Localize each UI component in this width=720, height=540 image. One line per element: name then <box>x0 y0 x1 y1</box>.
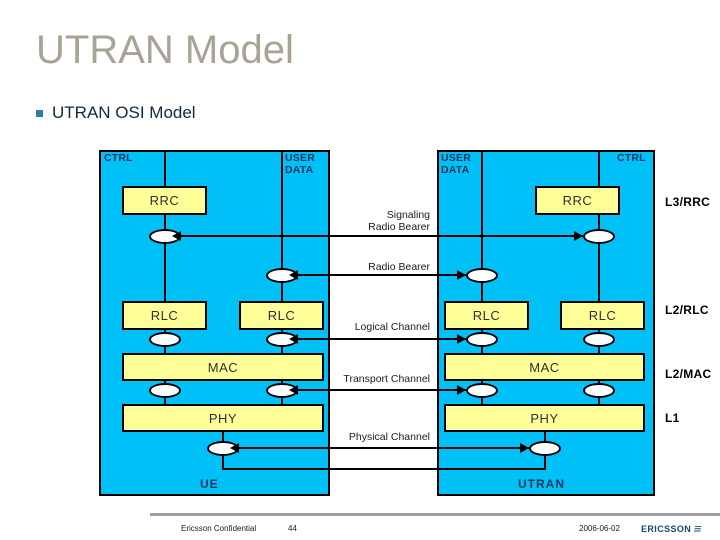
transport-channel-line <box>298 389 466 391</box>
layer-label-l1: L1 <box>665 411 680 425</box>
utran-user-plane-label-line1: USER <box>441 152 471 164</box>
utran-sap-logical-user <box>466 332 498 347</box>
channel-label-line1: Signaling <box>386 209 430 221</box>
utran-sap-physical <box>529 441 561 456</box>
ue-ctrl-stem-rrc-sap <box>164 215 166 237</box>
utran-ctrl-stem-sap-rlc <box>598 237 600 301</box>
utran-rlc-user-box: RLC <box>444 301 529 330</box>
logical-channel-arrow-right <box>457 334 466 344</box>
ericsson-logo-text: ERICSSON <box>641 523 692 534</box>
utran-user-stem-sap-mac <box>481 346 483 354</box>
logical-channel-line <box>298 338 466 340</box>
ue-user-stem-sap-mac <box>281 346 283 354</box>
utran-user-stem-sap-rlc <box>481 283 483 301</box>
physical-channel-arrow-right <box>520 443 529 453</box>
ue-rrc-box: RRC <box>122 186 207 215</box>
channel-label-physical-channel: Physical Channel <box>348 431 430 443</box>
layer-label-l2-mac: L2/MAC <box>665 367 712 381</box>
utran-node-name: UTRAN <box>518 477 565 491</box>
layer-label-l2-rlc: L2/RLC <box>665 303 709 317</box>
ue-ctrl-stem-top <box>164 152 166 186</box>
utran-user-stem-top <box>481 152 483 268</box>
utran-phy-stem-bottom <box>544 455 546 469</box>
bullet-square-icon <box>36 109 43 117</box>
ue-mac-box: MAC <box>122 353 324 381</box>
channel-label-transport-channel: Transport Channel <box>343 373 430 385</box>
channel-label-logical-channel: Logical Channel <box>354 321 430 333</box>
channel-label-radio-bearer: Radio Bearer <box>368 261 430 273</box>
ue-user-plane-label-line1: USER <box>285 152 315 164</box>
utran-phy-stem-down <box>544 432 546 442</box>
utran-user-plane-label-line2: DATA <box>441 164 470 176</box>
utran-mac-box: MAC <box>444 353 645 381</box>
ericsson-logo: ERICSSON ≡ <box>641 521 704 536</box>
utran-ctrl-plane-label: CTRL <box>617 152 646 164</box>
utran-ctrl-stem-sap-mac <box>598 346 600 354</box>
ue-phy-stem-bottom <box>222 455 224 469</box>
ue-phy-stem-down <box>222 432 224 442</box>
utran-sap-radio-bearer <box>466 268 498 283</box>
physical-channel-arrow-left <box>230 443 239 453</box>
physical-channel-line <box>239 447 529 449</box>
radio-bearer-arrow-left <box>289 270 298 280</box>
ue-node-name: UE <box>200 477 219 491</box>
ue-user-stem-sap-rlc <box>281 283 283 301</box>
ue-sap-logical-ctrl <box>149 332 181 347</box>
utran-user-stem-sap-phy <box>481 397 483 405</box>
utran-ctrl-stem-top <box>598 152 600 186</box>
radio-bearer-line <box>298 274 466 276</box>
ue-ctrl-stem-sap-phy <box>164 397 166 405</box>
ue-user-stem-top <box>281 152 283 268</box>
ue-rlc-ctrl-box: RLC <box>122 301 207 330</box>
ue-rlc-user-box: RLC <box>239 301 324 330</box>
utran-ctrl-stem-sap-phy <box>598 397 600 405</box>
utran-sap-transport-ctrl <box>583 383 615 398</box>
utran-phy-box: PHY <box>444 404 645 432</box>
ericsson-logo-mark-icon: ≡ <box>692 521 704 536</box>
transport-channel-arrow-left <box>289 385 298 395</box>
ue-sap-transport-ctrl <box>149 383 181 398</box>
ue-user-plane-label-line2: DATA <box>285 164 314 176</box>
utran-sap-signaling-radio-bearer <box>583 229 615 244</box>
utran-rrc-box: RRC <box>535 186 620 215</box>
utran-rlc-ctrl-box: RLC <box>560 301 645 330</box>
channel-label-signaling-radio-bearer: Signaling Radio Bearer <box>255 209 430 233</box>
footer-divider <box>150 513 720 516</box>
ue-ctrl-plane-label: CTRL <box>104 152 133 164</box>
signaling-radio-bearer-arrow-left <box>172 231 181 241</box>
radio-bearer-arrow-right <box>457 270 466 280</box>
page-title: UTRAN Model <box>36 28 294 72</box>
layer-label-l3-rrc: L3/RRC <box>665 195 711 209</box>
signaling-radio-bearer-arrow-right <box>574 231 583 241</box>
footer-date: 2006-06-02 <box>579 524 620 533</box>
footer-page-number: 44 <box>288 524 297 533</box>
footer-confidentiality: Ericsson Confidential <box>181 524 257 533</box>
utran-sap-logical-ctrl <box>583 332 615 347</box>
bullet-row: UTRAN OSI Model <box>36 103 196 123</box>
transport-channel-arrow-right <box>457 385 466 395</box>
utran-sap-transport-user <box>466 383 498 398</box>
ue-ctrl-stem-sap-mac <box>164 346 166 354</box>
utran-ctrl-stem-rrc-sap <box>598 215 600 237</box>
logical-channel-arrow-left <box>289 334 298 344</box>
channel-label-line2: Radio Bearer <box>368 221 430 233</box>
ue-ctrl-stem-sap-rlc <box>164 237 166 301</box>
ue-user-stem-sap-phy <box>281 397 283 405</box>
bullet-text: UTRAN OSI Model <box>52 103 196 122</box>
ue-phy-box: PHY <box>122 404 324 432</box>
signaling-radio-bearer-line <box>181 235 583 237</box>
physical-channel-return-line <box>222 468 546 470</box>
